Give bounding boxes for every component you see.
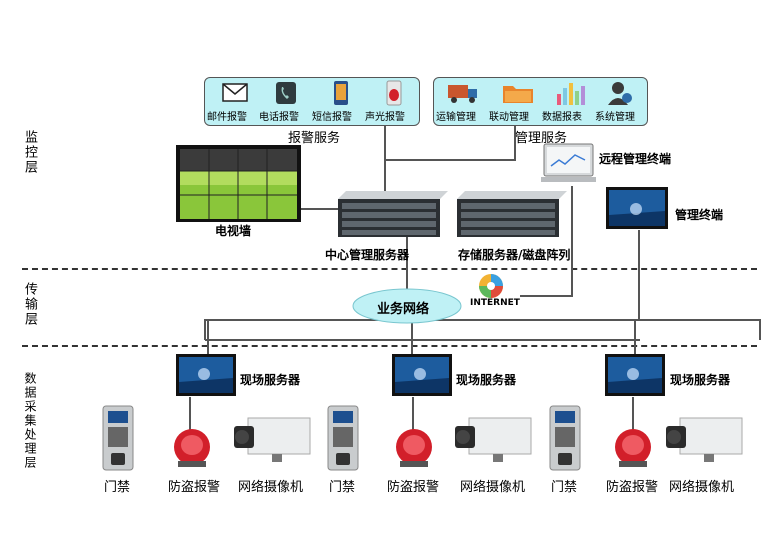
siren-icon	[386, 80, 402, 106]
alarm-item-email: 邮件报警	[207, 112, 247, 123]
site-server-label: 现场服务器	[670, 373, 731, 387]
storage-server-label: 存储服务器/磁盘阵列	[458, 248, 571, 262]
site-server-monitor	[392, 354, 452, 396]
alarm-item-sms: 短信报警	[312, 112, 352, 123]
remote-terminal-label: 远程管理终端	[599, 152, 672, 166]
network-camera-label: 网络摄像机	[669, 480, 735, 495]
tv-wall-label: 电视墙	[215, 224, 252, 238]
internet-icon	[479, 274, 503, 298]
burglar-alarm-device	[615, 429, 651, 467]
network-camera-device	[455, 417, 532, 462]
mgmt-item-system: 系统管理	[595, 112, 635, 123]
alarm-service-title: 报警服务	[288, 131, 341, 146]
mgmt-service-title: 管理服务	[515, 131, 568, 146]
layer-divider-bottom	[22, 345, 757, 347]
alarm-item-phone: 电话报警	[259, 112, 299, 123]
mgmt-terminal-image	[606, 187, 668, 229]
person-icon	[608, 82, 632, 105]
access-control-label: 门禁	[551, 480, 578, 495]
remote-terminal-image	[541, 143, 596, 182]
burglar-alarm-label: 防盗报警	[387, 480, 440, 495]
burglar-alarm-device	[396, 429, 432, 467]
access-control-device	[102, 405, 134, 471]
mobile-icon	[334, 81, 348, 105]
chart-icon	[557, 83, 585, 105]
layer-monitor-label: 监控层	[22, 130, 37, 175]
internet-label: INTERNET	[470, 298, 520, 308]
layer-transport-label: 传输层	[22, 282, 37, 327]
phone-icon	[276, 82, 296, 104]
layer-collect-label: 数据采集处理层	[23, 372, 37, 470]
mgmt-item-linkage: 联动管理	[489, 112, 529, 123]
central-server-image	[338, 191, 448, 237]
network-camera-device	[234, 417, 311, 462]
access-control-device	[327, 405, 359, 471]
network-camera-label: 网络摄像机	[238, 480, 304, 495]
central-server-label: 中心管理服务器	[325, 248, 410, 262]
business-network-label: 业务网络	[377, 302, 430, 317]
burglar-alarm-label: 防盗报警	[168, 480, 221, 495]
truck-icon	[448, 85, 477, 103]
access-control-device	[549, 405, 581, 471]
access-control-label: 门禁	[329, 480, 356, 495]
storage-server-image	[457, 191, 567, 237]
mgmt-item-transport: 运输管理	[436, 112, 476, 123]
layer-divider-top	[22, 268, 757, 270]
site-server-monitor	[605, 354, 665, 396]
alarm-item-sound-light: 声光报警	[365, 112, 405, 123]
site-server-label: 现场服务器	[240, 373, 301, 387]
burglar-alarm-device	[174, 429, 210, 467]
tv-wall-image	[176, 145, 301, 222]
business-network-ellipse	[352, 288, 462, 324]
folder-icon	[503, 86, 533, 103]
site-server-monitor	[176, 354, 236, 396]
burglar-alarm-label: 防盗报警	[606, 480, 659, 495]
site-server-label: 现场服务器	[456, 373, 517, 387]
mgmt-terminal-label: 管理终端	[675, 208, 724, 222]
network-camera-label: 网络摄像机	[460, 480, 526, 495]
envelope-icon	[222, 83, 248, 102]
mgmt-item-report: 数据报表	[542, 112, 582, 123]
network-camera-device	[666, 417, 743, 462]
access-control-label: 门禁	[104, 480, 131, 495]
